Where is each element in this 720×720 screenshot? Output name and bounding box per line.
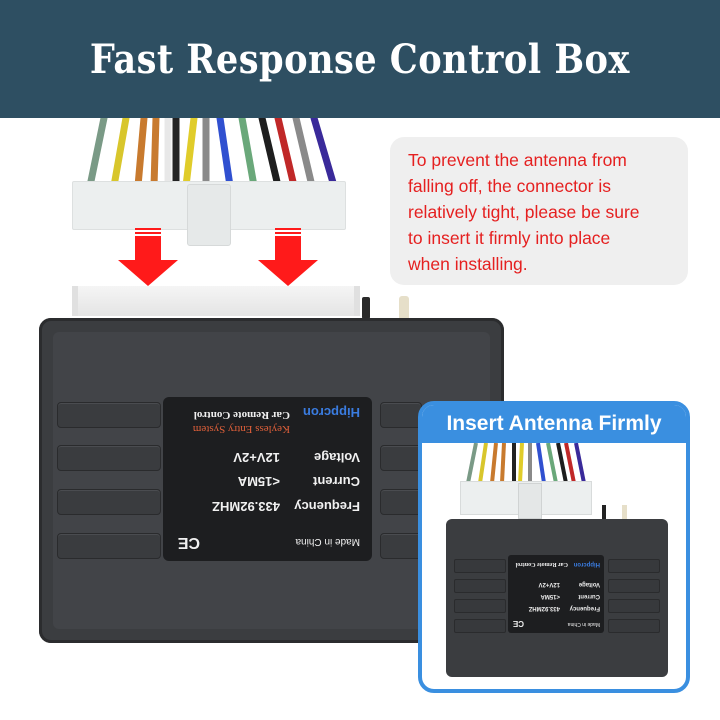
spec-value: 433.92MHZ <box>212 499 280 514</box>
connector-latch <box>518 483 542 519</box>
down-arrow-icon <box>118 228 178 286</box>
title-banner: Fast Response Control Box <box>0 0 720 118</box>
note-line: falling off, the connector is <box>408 176 611 196</box>
inset-title: Insert Antenna Firmly <box>446 412 662 435</box>
note-line: when installing. <box>408 254 528 274</box>
spec-name: Current <box>578 593 600 599</box>
vent-slot <box>57 489 161 515</box>
spec-name: Frequency <box>294 499 360 514</box>
ce-mark-icon: CE <box>512 619 524 628</box>
vent-slot <box>57 445 161 471</box>
inset-header: Insert Antenna Firmly <box>422 405 686 443</box>
spec-value: 12V+2V <box>538 581 560 587</box>
wire-harness <box>466 443 586 483</box>
installation-note: To prevent the antenna from falling off,… <box>390 137 688 285</box>
spec-value: <15MA <box>237 474 280 489</box>
inset-panel: Insert Antenna Firmly Hippcron Car Remot… <box>418 401 690 693</box>
spec-name: Current <box>313 474 360 489</box>
spec-value: 12V+2V <box>233 450 280 465</box>
down-arrow-icon <box>258 228 318 286</box>
spec-value: <15MA <box>540 593 560 599</box>
spec-name: Voltage <box>578 581 600 587</box>
product-label: Hippcron Car Remote Control Voltage 12V+… <box>508 555 604 633</box>
vent-slot <box>380 445 422 471</box>
product-subtitle: Keyless Entry System <box>192 423 290 435</box>
made-in-text: Made in China <box>567 621 600 627</box>
antenna-post <box>622 505 627 519</box>
note-line: to insert it firmly into place <box>408 228 611 248</box>
vent-slot <box>380 533 422 559</box>
vent-slot <box>57 402 161 428</box>
product-name: Car Remote Control <box>193 409 290 421</box>
vent-slot <box>57 533 161 559</box>
brand-name: Hippcron <box>302 405 360 420</box>
note-line: To prevent the antenna from <box>408 150 627 170</box>
product-label: Hippcron Car Remote Control Keyless Entr… <box>163 397 372 561</box>
spec-name: Voltage <box>314 450 360 465</box>
ce-mark-icon: CE <box>177 534 200 551</box>
antenna-post <box>399 296 409 320</box>
made-in-text: Made in China <box>295 536 360 547</box>
spec-name: Frequency <box>569 605 600 611</box>
brand-name: Hippcron <box>573 561 600 567</box>
antenna-post <box>362 297 370 319</box>
spec-value: 433.92MHZ <box>528 605 560 611</box>
page-title: Fast Response Control Box <box>89 35 631 83</box>
product-name: Car Remote Control <box>515 561 568 567</box>
connector-latch <box>187 184 231 246</box>
antenna-socket <box>72 286 360 316</box>
vent-slot <box>380 402 422 428</box>
vent-slot <box>380 489 422 515</box>
note-line: relatively tight, please be sure <box>408 202 640 222</box>
antenna-post <box>602 505 606 519</box>
control-box: Hippcron Car Remote Control Voltage 12V+… <box>446 519 668 677</box>
wire-harness <box>86 118 338 186</box>
